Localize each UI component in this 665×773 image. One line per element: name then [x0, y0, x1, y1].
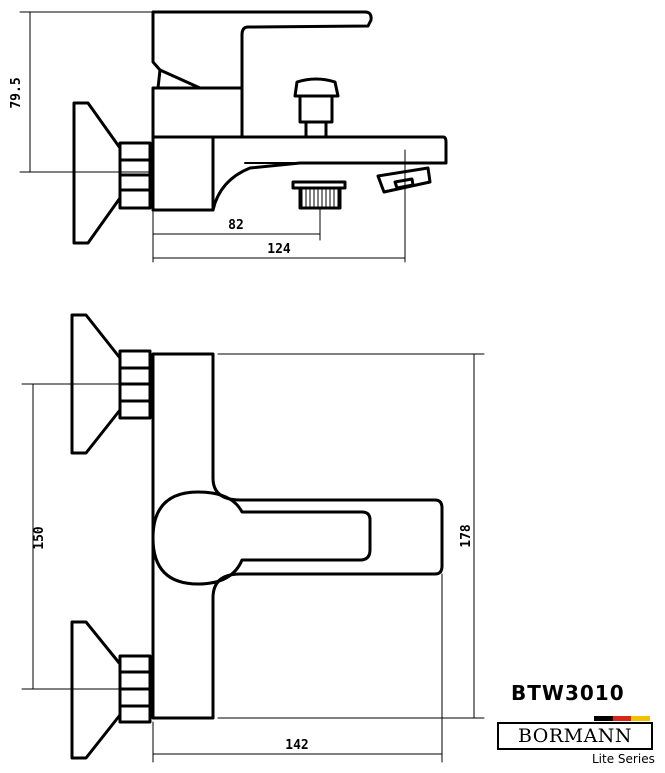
side-handle-lever	[151, 10, 373, 90]
flag-stripe	[594, 716, 651, 721]
dim-label-height-top: 79.5	[9, 77, 24, 108]
series-label: Lite Series	[592, 752, 655, 766]
brand-logo: BORMANN	[497, 722, 653, 750]
side-cartridge	[151, 86, 244, 139]
dim-label-body-height: 178	[459, 524, 474, 548]
dim-label-spout-length: 124	[267, 242, 291, 257]
side-outlet-thread	[301, 187, 339, 209]
dim-label-body-width: 142	[285, 738, 308, 753]
flag-stripe-gold	[631, 716, 651, 721]
front-handle	[151, 490, 372, 586]
side-handle-neck	[156, 68, 162, 90]
dim-label-inlet-spacing: 150	[32, 526, 47, 550]
side-aerator	[376, 166, 432, 194]
front-view: 150 178 142	[21, 313, 485, 763]
dim-line-spout-center	[152, 207, 321, 263]
model-number: BTW3010	[511, 681, 625, 705]
front-lower-nut	[118, 654, 152, 724]
dim-line-spout-length	[152, 149, 406, 263]
dim-line-body-height	[217, 353, 485, 719]
brand-name: BORMANN	[517, 725, 633, 747]
dim-line-body-width	[152, 573, 443, 763]
side-hex-nut	[118, 141, 152, 210]
side-diverter-knob	[293, 77, 340, 139]
side-view: 79.5 82 124	[9, 10, 448, 263]
side-wall-flange	[72, 101, 122, 245]
dim-label-spout-center: 82	[228, 218, 244, 233]
front-upper-nut	[118, 349, 152, 420]
flag-stripe-red	[612, 716, 632, 721]
flag-stripe-black	[594, 716, 613, 721]
front-body	[151, 352, 444, 720]
dim-line-height-top	[19, 11, 154, 173]
front-lower-flange	[70, 620, 122, 760]
side-shower-outlet	[291, 180, 347, 210]
